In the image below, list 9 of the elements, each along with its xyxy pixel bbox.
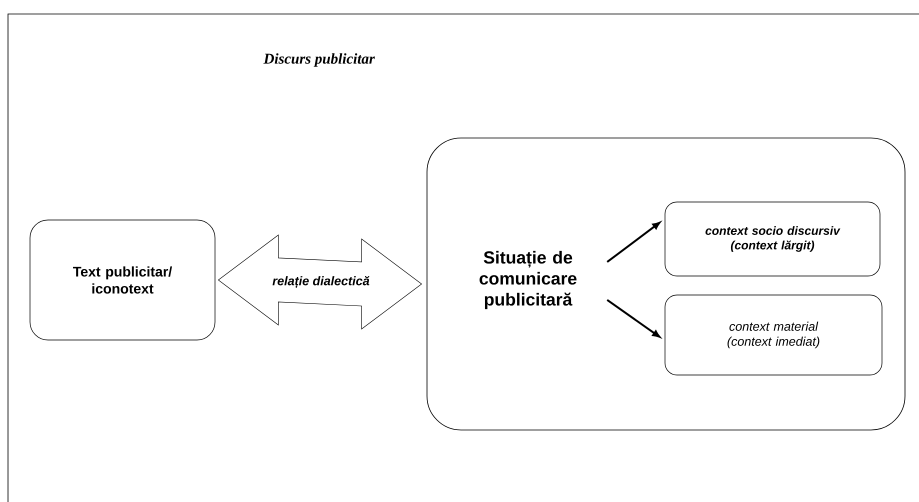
label-text: Situație de comunicare publicitară (480, 250, 577, 310)
arrow (606, 222, 660, 263)
rounded-box: Text publicitar/ iconotext (30, 220, 216, 340)
rounded-box (426, 138, 906, 430)
edge-label: relație dialectică (272, 276, 370, 288)
rounded-box: context socio discursiv (context lărgit) (664, 202, 880, 276)
rounded-box: context material (context imediat) (664, 294, 882, 376)
title: Discurs publicitar (263, 53, 375, 67)
arrow (606, 299, 660, 338)
